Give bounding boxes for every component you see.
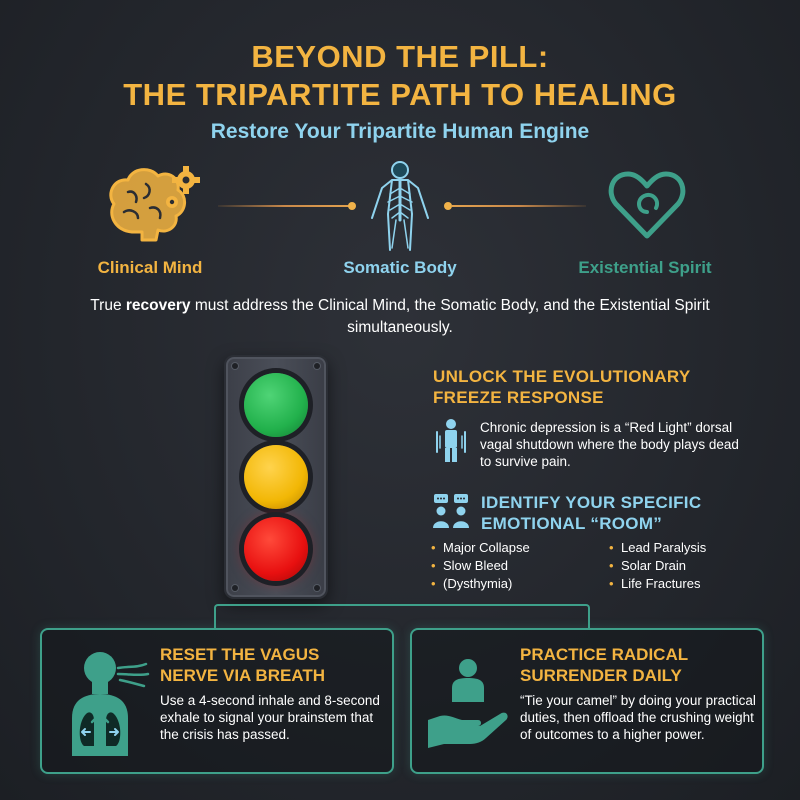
list-item: Solar Drain xyxy=(609,557,779,575)
subtitle: Restore Your Tripartite Human Engine xyxy=(210,120,590,143)
freeze-title: UNLOCK THE EVOLUTIONARY FREEZE RESPONSE xyxy=(433,367,691,407)
connector-dot-left xyxy=(348,202,356,210)
pillar-label-body: Somatic Body xyxy=(343,258,457,277)
pillar-label-mind: Clinical Mind xyxy=(97,258,203,277)
list-item-continuation: (Dysthymia) xyxy=(431,575,601,593)
screw xyxy=(314,363,320,369)
connector-right xyxy=(452,205,586,207)
room-list-left: Major Collapse Slow Bleed (Dysthymia) xyxy=(431,539,601,593)
green-lamp xyxy=(244,373,308,437)
screw xyxy=(314,585,320,591)
connector-left xyxy=(218,205,352,207)
screw xyxy=(232,585,238,591)
intro-emphasis: recovery xyxy=(125,297,191,314)
pillar-label-spirit: Existential Spirit xyxy=(578,258,712,277)
surrender-title: PRACTICE RADICAL SURRENDER DAILY xyxy=(520,645,689,685)
brain-gears-icon xyxy=(109,166,200,242)
yellow-lamp xyxy=(244,445,308,509)
people-chat-icon xyxy=(433,494,469,528)
list-item: Life Fractures xyxy=(609,575,779,593)
human-nervous-system-icon xyxy=(371,161,429,251)
vagus-text: Use a 4-second inhale and 8-second exhal… xyxy=(160,693,380,742)
freeze-text: Chronic depression is a “Red Light” dors… xyxy=(480,420,739,469)
intro-text: True recovery must address the Clinical … xyxy=(90,297,710,336)
title-line-2: THE TRIPARTITE PATH TO HEALING xyxy=(123,77,677,112)
vagus-title: RESET THE VAGUS NERVE VIA BREATH xyxy=(160,645,325,685)
list-item: Lead Paralysis xyxy=(609,539,779,557)
red-lamp xyxy=(244,517,308,581)
room-list-right: Lead Paralysis Solar Drain Life Fracture… xyxy=(609,539,779,593)
surrender-text: “Tie your camel” by doing your practical… xyxy=(520,693,756,742)
traffic-light xyxy=(224,355,328,599)
vagus-card: RESET THE VAGUS NERVE VIA BREATH Use a 4… xyxy=(40,628,394,774)
title-line-1: BEYOND THE PILL: xyxy=(251,39,549,74)
connector-dot-right xyxy=(444,202,452,210)
surrender-card: PRACTICE RADICAL SURRENDER DAILY “Tie yo… xyxy=(410,628,764,774)
cards-bracket xyxy=(214,604,590,630)
breathing-lungs-icon xyxy=(72,652,150,756)
heart-spiral-icon xyxy=(608,171,686,239)
screw xyxy=(232,363,238,369)
list-item: Major Collapse xyxy=(431,539,601,557)
frozen-person-icon xyxy=(436,419,466,462)
hand-offering-person-icon xyxy=(428,659,508,748)
list-item: Slow Bleed xyxy=(431,557,601,575)
room-title: IDENTIFY YOUR SPECIFIC EMOTIONAL “ROOM” xyxy=(481,493,702,533)
